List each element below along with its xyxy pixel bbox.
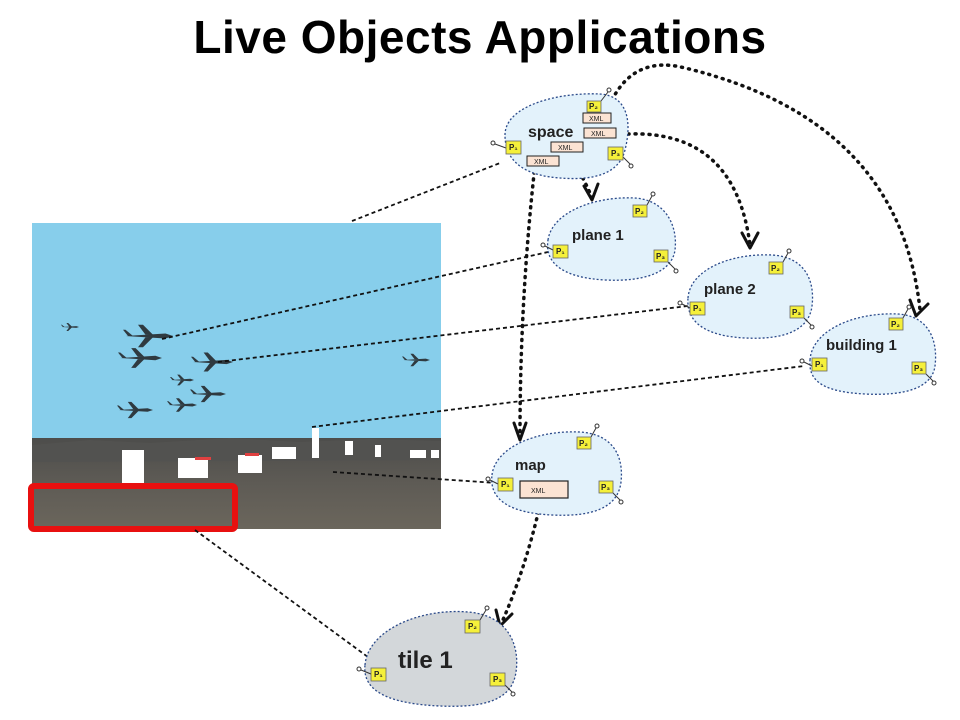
tile-1-port-1[interactable]: P₁ bbox=[356, 666, 387, 682]
relationship-arrows bbox=[500, 63, 922, 624]
svg-text:P₁: P₁ bbox=[509, 143, 518, 152]
svg-text:XML: XML bbox=[558, 145, 573, 152]
tile-1-port-2[interactable]: P₂ bbox=[464, 605, 490, 634]
svg-text:P₂: P₂ bbox=[579, 439, 588, 448]
plane-1-port-1[interactable]: P₁ bbox=[540, 242, 569, 259]
space-xml-3[interactable]: XML bbox=[550, 141, 584, 153]
map-xml[interactable]: XML bbox=[519, 480, 569, 499]
node-map[interactable]: map P₁ P₂ P₃ XML bbox=[485, 423, 624, 516]
plane-1-port-3[interactable]: P₃ bbox=[653, 249, 679, 274]
page-title: Live Objects Applications bbox=[193, 11, 767, 63]
arrow-heads bbox=[494, 182, 930, 628]
node-plane-1-shape bbox=[546, 197, 677, 281]
map-port-1[interactable]: P₁ bbox=[485, 476, 514, 492]
buildings bbox=[122, 428, 439, 486]
svg-text:P₂: P₂ bbox=[468, 622, 477, 631]
svg-text:P₂: P₂ bbox=[635, 207, 644, 216]
space-port-3[interactable]: P₃ bbox=[607, 146, 634, 169]
node-building-1-shape bbox=[809, 313, 937, 395]
node-tile-1-label: tile 1 bbox=[398, 647, 453, 674]
svg-text:P₃: P₃ bbox=[792, 308, 801, 317]
node-building-1-label: building 1 bbox=[826, 337, 897, 354]
building-1-port-1[interactable]: P₁ bbox=[799, 357, 828, 372]
building-1-port-3[interactable]: P₃ bbox=[911, 361, 937, 386]
svg-text:P₁: P₁ bbox=[501, 480, 510, 489]
svg-text:P₂: P₂ bbox=[589, 102, 598, 111]
svg-text:P₃: P₃ bbox=[601, 483, 610, 492]
plane-1-port-2[interactable]: P₂ bbox=[632, 191, 656, 218]
node-plane-2-label: plane 2 bbox=[704, 281, 756, 298]
svg-text:XML: XML bbox=[591, 131, 606, 138]
sky bbox=[32, 223, 441, 441]
plane-2-port-1[interactable]: P₁ bbox=[677, 300, 706, 316]
node-plane-1-label: plane 1 bbox=[572, 227, 624, 244]
plane-2-port-2[interactable]: P₂ bbox=[768, 248, 792, 275]
map-port-2[interactable]: P₂ bbox=[576, 423, 600, 450]
node-map-shape bbox=[491, 431, 623, 516]
svg-text:P₁: P₁ bbox=[556, 247, 565, 256]
svg-text:P₃: P₃ bbox=[611, 149, 620, 158]
svg-text:P₃: P₃ bbox=[914, 364, 923, 373]
node-tile-1-shape bbox=[364, 610, 518, 707]
svg-text:P₁: P₁ bbox=[815, 360, 824, 369]
space-xml-1[interactable]: XML bbox=[582, 112, 612, 124]
svg-text:P₃: P₃ bbox=[493, 675, 502, 684]
building-1-port-2[interactable]: P₂ bbox=[888, 304, 912, 331]
svg-text:P₃: P₃ bbox=[656, 252, 665, 261]
svg-text:XML: XML bbox=[589, 116, 604, 123]
node-building-1[interactable]: building 1 P₁ P₂ P₃ bbox=[799, 304, 937, 395]
tile-1-port-3[interactable]: P₃ bbox=[489, 672, 516, 697]
space-port-1[interactable]: P₁ bbox=[490, 140, 522, 155]
node-plane-2[interactable]: plane 2 P₁ P₂ P₃ bbox=[677, 248, 815, 339]
svg-text:XML: XML bbox=[534, 159, 549, 166]
node-plane-1[interactable]: plane 1 P₁ P₂ P₃ bbox=[540, 191, 679, 281]
node-plane-2-shape bbox=[687, 254, 814, 339]
plane-2-port-3[interactable]: P₃ bbox=[789, 305, 815, 330]
node-tile-1[interactable]: tile 1 P₁ P₂ P₃ bbox=[356, 605, 518, 707]
space-xml-4[interactable]: XML bbox=[526, 155, 560, 167]
simulation-view bbox=[28, 223, 441, 532]
scene-links bbox=[161, 162, 805, 661]
space-port-2[interactable]: P₂ bbox=[586, 87, 612, 113]
svg-text:P₂: P₂ bbox=[891, 320, 900, 329]
svg-text:P₂: P₂ bbox=[771, 264, 780, 273]
map-port-3[interactable]: P₃ bbox=[598, 480, 624, 505]
node-map-label: map bbox=[515, 457, 546, 474]
svg-text:P₁: P₁ bbox=[693, 304, 702, 313]
selected-tile-highlight[interactable] bbox=[28, 483, 238, 532]
svg-text:XML: XML bbox=[531, 488, 546, 495]
svg-text:P₁: P₁ bbox=[374, 670, 383, 679]
space-xml-2[interactable]: XML bbox=[583, 127, 617, 139]
node-space[interactable]: space P₁ P₂ P₃ XML XML XML bbox=[490, 87, 634, 180]
node-space-label: space bbox=[528, 124, 573, 141]
